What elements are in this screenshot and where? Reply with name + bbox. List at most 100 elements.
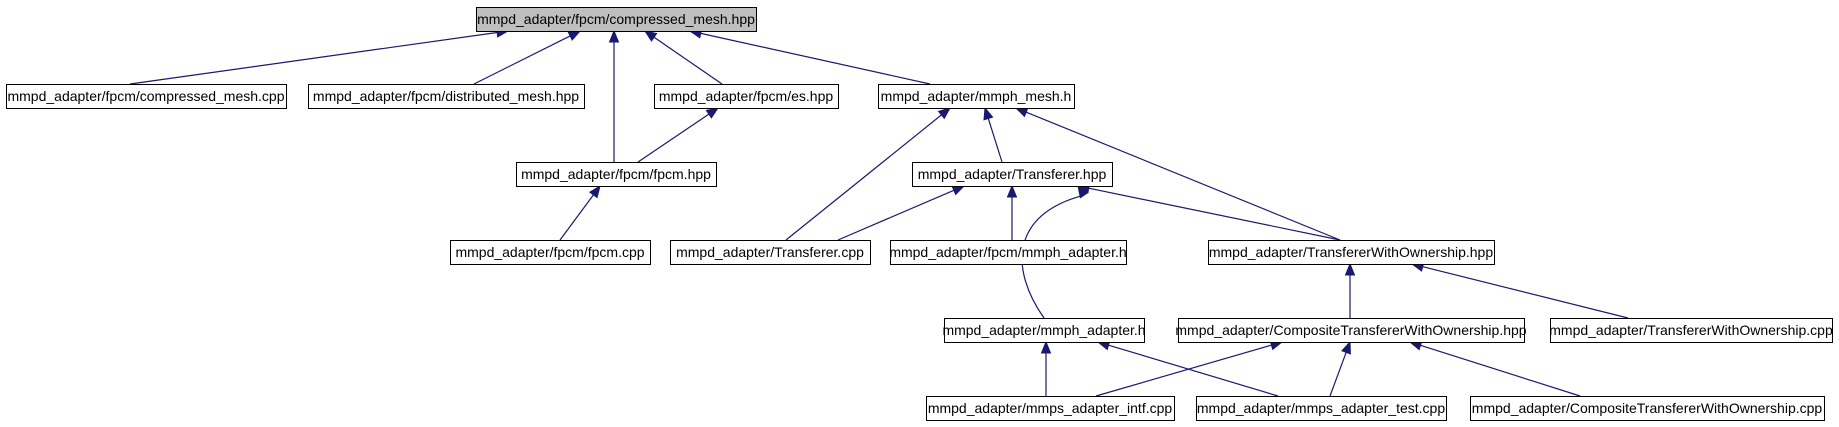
edge-arrowhead xyxy=(588,184,601,199)
node-box xyxy=(926,396,1175,421)
nodes-layer: mmpd_adapter/fpcm/compressed_mesh.hppmmp… xyxy=(6,7,1833,421)
edge-test_cpp-to-ctwo_hpp xyxy=(1329,340,1351,397)
node-label: mmpd_adapter/fpcm/distributed_mesh.hpp xyxy=(313,88,579,104)
node-box xyxy=(878,84,1075,109)
edge-arrowhead xyxy=(951,185,966,196)
edge-arrowhead xyxy=(937,107,952,120)
node-box xyxy=(1470,396,1825,421)
node-label: mmpd_adapter/CompositeTransfererWithOwne… xyxy=(1472,400,1823,416)
edge-tr_hpp-to-mmph_mesh xyxy=(983,106,1003,163)
node-box xyxy=(890,240,1127,265)
node-fpcm-hpp[interactable]: mmpd_adapter/fpcm/fpcm.hpp xyxy=(516,162,717,187)
node-label: mmpd_adapter/mmph_adapter.h xyxy=(942,322,1145,338)
node-label: mmpd_adapter/mmph_mesh.h xyxy=(881,88,1072,104)
edge-line xyxy=(653,36,723,85)
node-ctwo-cpp[interactable]: mmpd_adapter/CompositeTransfererWithOwne… xyxy=(1470,396,1825,421)
edge-tr_cpp-to-tr_hpp xyxy=(837,185,966,241)
edge-line xyxy=(129,31,498,85)
edge-line xyxy=(559,194,594,241)
node-mmph-ad[interactable]: mmpd_adapter/mmph_adapter.h xyxy=(942,318,1146,343)
edge-es_hpp-to-root xyxy=(643,30,723,85)
edge-arrowhead xyxy=(1077,184,1089,199)
edge-tr_cpp-to-mmph_mesh xyxy=(785,107,952,241)
edge-line xyxy=(987,118,1003,163)
node-ctwo-hpp[interactable]: mmpd_adapter/CompositeTransfererWithOwne… xyxy=(1175,318,1527,343)
node-label: mmpd_adapter/TransfererWithOwnership.hpp xyxy=(1209,244,1493,260)
node-label: mmpd_adapter/fpcm/fpcm.hpp xyxy=(521,166,711,182)
edge-arrowhead xyxy=(983,106,994,121)
edge-intf_cpp-to-ctwo_hpp xyxy=(1095,340,1284,397)
node-box xyxy=(6,84,287,109)
edge-arrowhead xyxy=(705,107,720,119)
node-label: mmpd_adapter/mmps_adapter_test.cpp xyxy=(1197,400,1445,416)
node-intf-cpp[interactable]: mmpd_adapter/mmps_adapter_intf.cpp xyxy=(926,396,1175,421)
node-box xyxy=(1550,318,1833,343)
node-two-cpp[interactable]: mmpd_adapter/TransfererWithOwnership.cpp xyxy=(1549,318,1833,343)
edge-line xyxy=(1095,344,1272,397)
node-cm-cpp[interactable]: mmpd_adapter/fpcm/compressed_mesh.cpp xyxy=(6,84,287,109)
node-label: mmpd_adapter/mmps_adapter_intf.cpp xyxy=(928,400,1173,416)
node-label: mmpd_adapter/fpcm/compressed_mesh.cpp xyxy=(7,88,284,104)
edge-line xyxy=(700,32,931,85)
edge-line xyxy=(1108,344,1279,397)
edge-line xyxy=(1088,187,1341,241)
edge-arrowhead xyxy=(567,30,582,41)
node-box xyxy=(516,162,717,187)
node-root[interactable]: mmpd_adapter/fpcm/compressed_mesh.hpp xyxy=(476,7,757,32)
edge-line xyxy=(1025,111,1341,241)
edge-mmph_mesh-to-root xyxy=(688,28,931,85)
node-label: mmpd_adapter/Transferer.hpp xyxy=(918,166,1107,182)
edge-line xyxy=(637,113,710,163)
node-box xyxy=(670,240,871,265)
edge-line xyxy=(785,114,942,241)
node-box xyxy=(1178,318,1525,343)
edges-layer xyxy=(129,27,1629,397)
edge-arrowhead xyxy=(1006,184,1018,198)
edge-intf_cpp-to-mmph_ad xyxy=(1040,340,1052,396)
edge-cm_cpp-to-root xyxy=(129,27,510,85)
edge-ctwo_hpp-to-two_hpp xyxy=(1344,262,1356,318)
edge-arrowhead xyxy=(643,30,658,42)
node-box xyxy=(912,162,1113,187)
edge-two_cpp-to-two_hpp xyxy=(1410,261,1629,319)
node-box xyxy=(450,240,651,265)
node-box xyxy=(476,7,757,32)
node-label: mmpd_adapter/fpcm/es.hpp xyxy=(659,88,834,104)
edge-two_hpp-to-mmph_mesh xyxy=(1014,107,1341,241)
edge-fpcm_cpp-to-fpcm_hpp xyxy=(559,184,601,241)
node-label: mmpd_adapter/fpcm/compressed_mesh.hpp xyxy=(477,11,755,27)
edge-line xyxy=(1329,352,1347,397)
edge-arrowhead xyxy=(608,29,620,43)
node-mmph-mesh[interactable]: mmpd_adapter/mmph_mesh.h xyxy=(878,84,1075,109)
node-label: mmpd_adapter/fpcm/fpcm.cpp xyxy=(455,244,644,260)
node-fpcm-cpp[interactable]: mmpd_adapter/fpcm/fpcm.cpp xyxy=(450,240,651,265)
node-two-hpp[interactable]: mmpd_adapter/TransfererWithOwnership.hpp xyxy=(1208,240,1495,265)
node-fpcm-mmph[interactable]: mmpd_adapter/fpcm/mmph_adapter.h xyxy=(889,240,1127,265)
edge-line xyxy=(1422,266,1629,319)
node-box xyxy=(944,318,1145,343)
node-tr-cpp[interactable]: mmpd_adapter/Transferer.cpp xyxy=(670,240,871,265)
edge-arrowhead xyxy=(1344,262,1356,276)
node-es-hpp[interactable]: mmpd_adapter/fpcm/es.hpp xyxy=(654,84,839,109)
node-label: mmpd_adapter/Transferer.cpp xyxy=(676,244,864,260)
node-test-cpp[interactable]: mmpd_adapter/mmps_adapter_test.cpp xyxy=(1196,396,1447,421)
node-label: mmpd_adapter/CompositeTransfererWithOwne… xyxy=(1175,322,1526,338)
edge-ctwo_cpp-to-ctwo_hpp xyxy=(1408,340,1581,397)
node-box xyxy=(1196,396,1447,421)
node-box xyxy=(308,84,585,109)
edge-arrowhead xyxy=(1341,340,1351,355)
edge-fpcm_hpp-to-root xyxy=(608,29,620,162)
node-label: mmpd_adapter/TransfererWithOwnership.cpp xyxy=(1549,322,1833,338)
edge-two_hpp-to-tr_hpp xyxy=(1076,183,1341,241)
edge-dist_hpp-to-root xyxy=(473,30,582,85)
edge-fpcm_mmph-to-tr_hpp xyxy=(1006,184,1018,240)
node-label: mmpd_adapter/fpcm/mmph_adapter.h xyxy=(889,244,1126,260)
edge-arrowhead xyxy=(1014,107,1029,118)
edge-fpcm_hpp-to-es_hpp xyxy=(637,107,720,163)
node-dist-hpp[interactable]: mmpd_adapter/fpcm/distributed_mesh.hpp xyxy=(308,84,585,109)
node-box xyxy=(654,84,839,109)
node-tr-hpp[interactable]: mmpd_adapter/Transferer.hpp xyxy=(912,162,1113,187)
edge-line xyxy=(837,189,955,241)
edge-arrowhead xyxy=(1040,340,1052,354)
